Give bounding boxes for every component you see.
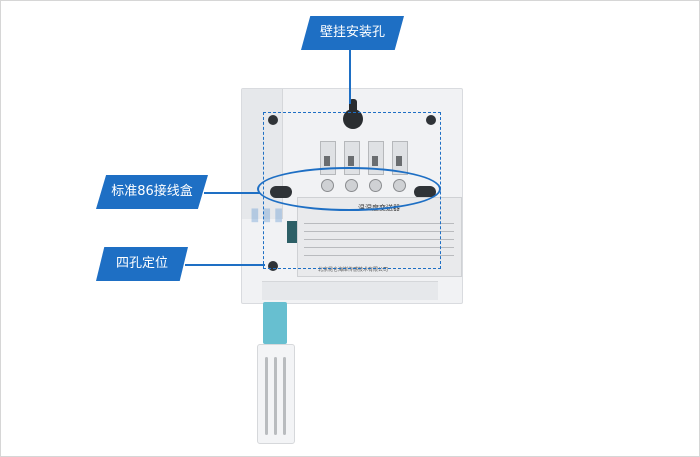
screw-hole-top-left-icon	[268, 115, 278, 125]
label-wall-mount-hole: 壁挂安装孔	[301, 16, 404, 50]
product-label-sticker: 温湿度变送器 北京昆仑海岸传感技术有限公司	[297, 197, 462, 277]
mounting-rail-bottom	[262, 281, 438, 300]
sensor-probe	[257, 344, 295, 444]
screw-hole-top-right-icon	[426, 115, 436, 125]
screw-hole-bottom-left-icon	[268, 261, 278, 271]
label-standard-86-box: 标准86接线盒	[96, 175, 208, 209]
wall-mount-keyhole-icon	[343, 99, 363, 129]
brand-watermark: ▮▮▮	[250, 204, 286, 225]
box-leader-line	[204, 192, 260, 194]
sticker-spec-lines	[304, 216, 454, 263]
sticker-company: 北京昆仑海岸传感技术有限公司	[318, 267, 389, 273]
box-holes-ellipse	[257, 167, 441, 211]
probe-neck	[263, 302, 287, 344]
terminal-3	[368, 141, 384, 175]
wall-hole-leader-line	[349, 50, 351, 104]
label-four-hole-positioning: 四孔定位	[96, 247, 188, 281]
terminal-4	[392, 141, 408, 175]
hole-leader-line	[185, 264, 265, 266]
